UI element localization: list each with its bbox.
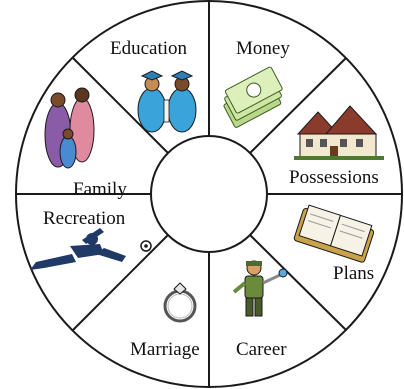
segment-label-recreation: Recreation — [43, 208, 126, 229]
family-icon — [44, 87, 95, 169]
wheel-spokes — [16, 1, 402, 387]
segment-label-family: Family — [73, 179, 127, 200]
spoke-top-left — [72, 57, 169, 154]
segment-label-education: Education — [110, 38, 188, 59]
money-icon — [223, 66, 283, 128]
soccer-player-icon — [30, 228, 152, 270]
segment-label-money: Money — [236, 38, 290, 59]
ring-icon — [163, 282, 197, 323]
spoke-bottom-left — [72, 234, 169, 331]
segment-label-career: Career — [236, 339, 287, 360]
graduates-icon — [137, 70, 197, 133]
house-icon — [294, 105, 384, 160]
mechanic-icon — [232, 260, 288, 317]
spoke-top-right — [249, 57, 347, 154]
spoke-bottom-right — [249, 234, 347, 331]
planner-icon — [293, 204, 375, 263]
hub-circle — [150, 135, 268, 253]
segment-label-possessions: Possessions — [289, 167, 379, 188]
segment-label-marriage: Marriage — [130, 339, 200, 360]
segment-label-plans: Plans — [333, 263, 374, 284]
